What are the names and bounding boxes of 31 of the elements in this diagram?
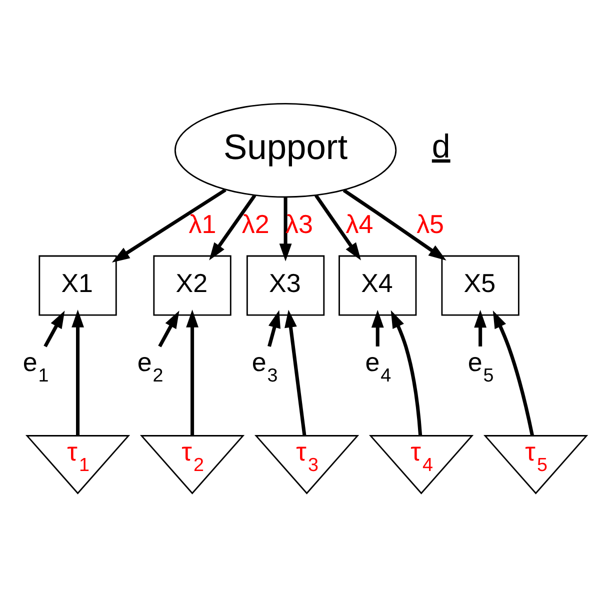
arrow [279,196,292,261]
arrow [474,309,487,346]
node-box: X1 [38,254,117,316]
arrow [314,194,362,260]
arrow [44,310,65,347]
node-box: X2 [153,254,232,316]
node-text: e$_{4}$ [365,346,392,386]
node-box: X4 [338,254,417,316]
arrow [158,310,180,347]
arrow [112,188,226,262]
arrow [72,309,84,436]
node-text: e$_{2}$ [137,346,164,386]
node-text: e$_{3}$ [252,346,278,386]
node-ellipse: Support [174,102,397,198]
node-box: X3 [246,254,325,316]
label: d [432,128,450,165]
node-text: e$_{1}$ [22,346,49,386]
edge-label: λ2 [242,208,270,239]
node-box: X5 [441,254,520,316]
arrow [371,309,384,346]
arrow [268,310,280,346]
arrow [186,309,198,436]
arrow [284,309,306,436]
node-text: e$_{5}$ [468,346,494,386]
edge-label: λ1 [188,208,216,239]
arrow [209,194,256,260]
arrow [492,310,534,436]
arrow [342,188,446,260]
edge-label: λ5 [416,208,444,239]
edge-label: λ4 [346,208,374,239]
arrow [390,310,422,436]
